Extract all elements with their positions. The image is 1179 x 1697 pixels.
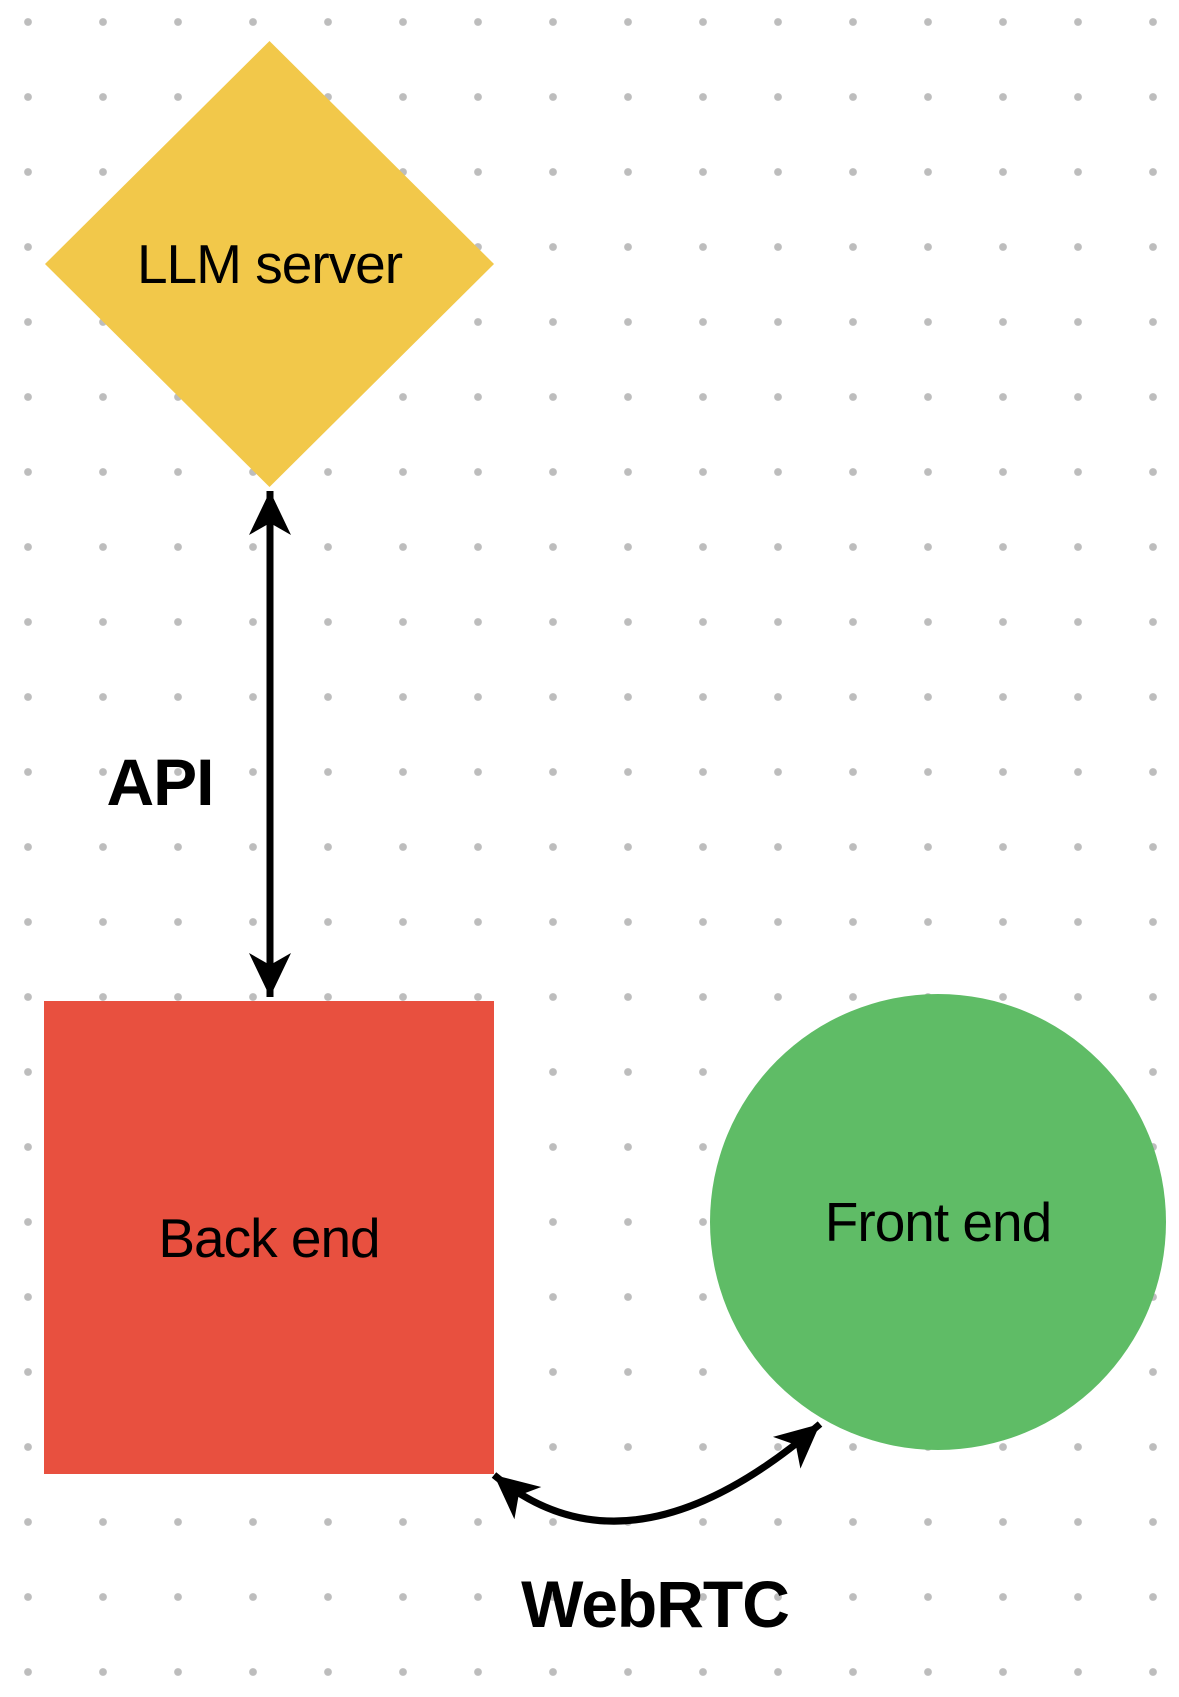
node-back-end[interactable]: Back end (44, 1001, 494, 1474)
connector-label-webrtc[interactable]: WebRTC (521, 1567, 790, 1641)
node-llm-server-label: LLM server (136, 233, 403, 295)
connector-label-api[interactable]: API (106, 745, 214, 819)
node-front-end-label: Front end (824, 1191, 1052, 1253)
node-llm-server[interactable]: LLM server (45, 41, 494, 487)
connector-webrtc-arrow[interactable] (491, 1421, 823, 1525)
node-front-end[interactable]: Front end (710, 994, 1166, 1450)
node-back-end-label: Back end (158, 1206, 380, 1269)
